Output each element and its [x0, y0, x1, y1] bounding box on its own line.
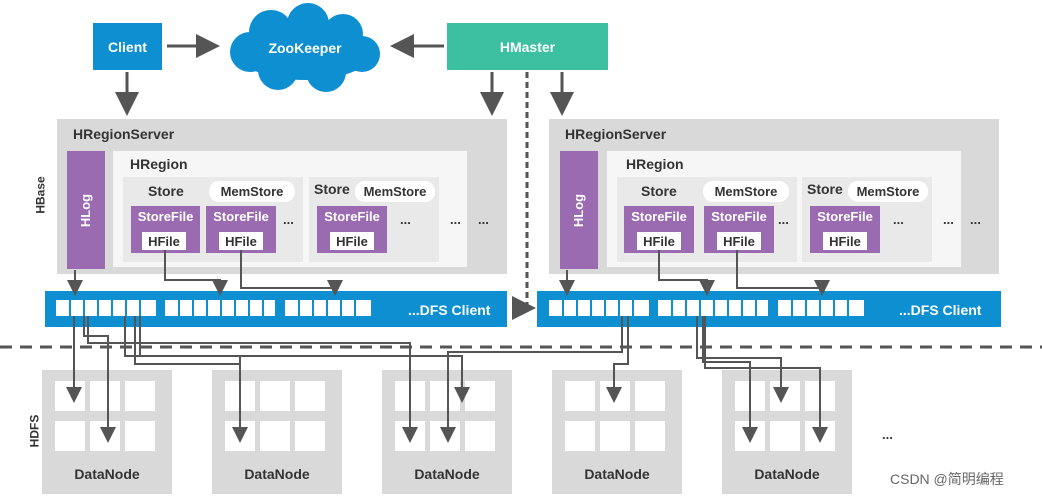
datanode-5-label: DataNode [754, 466, 820, 482]
hregion-right-title: HRegion [626, 156, 684, 172]
store-left-2-label: Store [314, 181, 350, 197]
storefile-left-2a: StoreFile [317, 206, 387, 253]
storefile-label: StoreFile [213, 209, 269, 224]
storefile-label: StoreFile [137, 209, 194, 224]
hlog-left: HLog [67, 151, 105, 269]
zookeeper-label: ZooKeeper [268, 40, 342, 56]
cloud-icon [230, 3, 380, 92]
ellipsis: ... [283, 212, 294, 227]
datanode-2-label: DataNode [244, 466, 310, 482]
datanode-4-label: DataNode [584, 466, 650, 482]
watermark: CSDN @简明编程 [890, 471, 1004, 487]
datanode-1-label: DataNode [74, 466, 140, 482]
store-right-1-label: Store [641, 183, 677, 199]
hmaster-label: HMaster [499, 38, 556, 55]
dfs-left-blocks [56, 300, 371, 316]
hlog-right: HLog [560, 151, 598, 269]
memstore-left-1: MemStore [209, 181, 295, 202]
storefile-right-2a: StoreFile [810, 206, 880, 253]
ellipsis: ... [882, 427, 893, 442]
ellipsis: ... [478, 212, 489, 227]
hmaster-box: HMaster [447, 23, 608, 70]
storefile-label: StoreFile [631, 209, 687, 224]
storefile-label: StoreFile [711, 209, 767, 224]
storefile-label: StoreFile [324, 209, 380, 224]
storefile-label: StoreFile [817, 209, 873, 224]
hregion-left-title: HRegion [130, 156, 188, 172]
store-right-2-label: Store [807, 181, 843, 197]
hfile-right-1b: HFile [717, 232, 761, 250]
hfile-right-2a: HFile [823, 232, 867, 250]
memstore-right-1: MemStore [703, 181, 789, 202]
dfs-client-right-label: ...DFS Client [899, 302, 982, 318]
client-label: Client [108, 38, 147, 55]
store-left-1-label: Store [148, 183, 184, 199]
hfile-right-1a: HFile [637, 232, 681, 250]
ellipsis: ... [893, 212, 904, 227]
datanode-cells [55, 381, 835, 451]
hfile-left-1b: HFile [219, 232, 263, 250]
ellipsis: ... [970, 212, 981, 227]
dfs-client-left-label: ...DFS Client [408, 302, 491, 318]
hregionserver-left-title: HRegionServer [73, 126, 175, 142]
client-box: Client [93, 23, 162, 70]
dfs-right-blocks [549, 300, 864, 316]
hfile-left-1a: HFile [142, 232, 186, 250]
ellipsis: ... [400, 212, 411, 227]
memstore-right-2: MemStore [848, 181, 928, 202]
hfile-left-2a: HFile [330, 232, 374, 250]
ellipsis: ... [943, 212, 954, 227]
ellipsis: ... [778, 212, 789, 227]
ellipsis: ... [450, 212, 461, 227]
zookeeper-cloud: ZooKeeper [226, 2, 384, 94]
memstore-left-2: MemStore [355, 181, 435, 202]
hregionserver-right-title: HRegionServer [565, 126, 667, 142]
datanode-3-label: DataNode [414, 466, 480, 482]
